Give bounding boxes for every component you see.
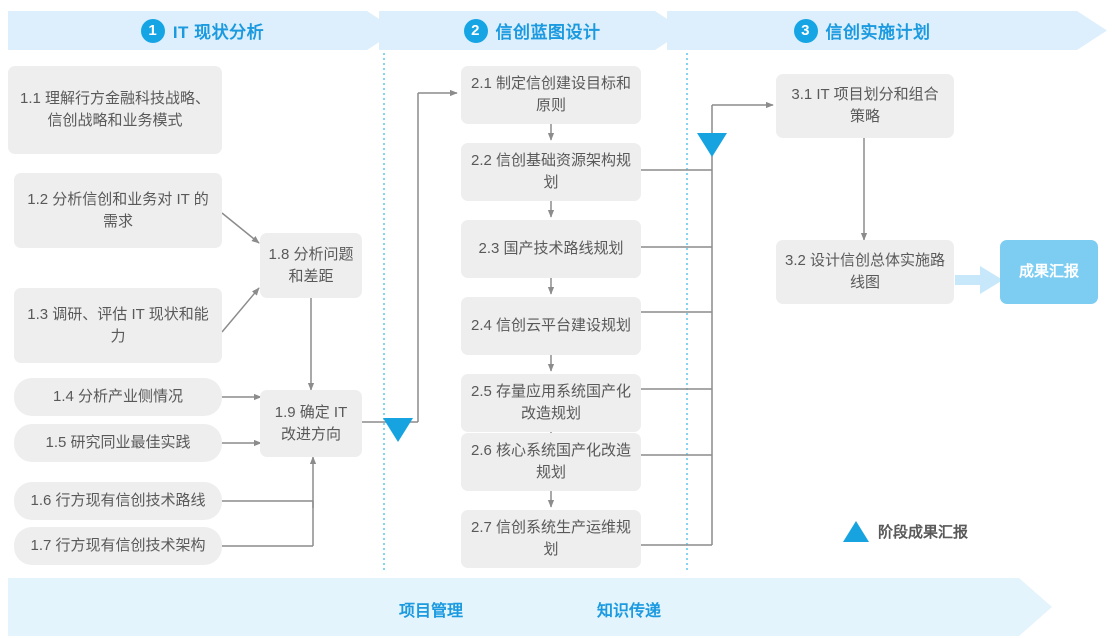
process-box-3-2[interactable]: 3.2 设计信创总体实施路线图 — [776, 240, 954, 304]
process-box-2-3[interactable]: 2.3 国产技术路线规划 — [461, 220, 641, 278]
footer-label-knowledge-transfer[interactable]: 知识传递 — [597, 603, 662, 620]
process-box-2-6[interactable]: 2.6 核心系统国产化改造规划 — [461, 433, 641, 491]
result-report-badge[interactable]: 成果汇报 — [1000, 240, 1098, 304]
legend-label: 阶段成果汇报 — [878, 524, 969, 541]
stage-header-1[interactable]: 1 IT 现状分析 — [8, 11, 397, 50]
legend-milestone: 阶段成果汇报 — [843, 521, 968, 542]
process-box-1-5[interactable]: 1.5 研究同业最佳实践 — [14, 424, 222, 462]
triangle-icon — [843, 521, 869, 542]
process-box-2-1[interactable]: 2.1 制定信创建设目标和原则 — [461, 66, 641, 124]
stage-title-1: IT 现状分析 — [172, 23, 265, 42]
process-box-3-1[interactable]: 3.1 IT 项目划分和组合策略 — [776, 74, 954, 138]
milestone-triangle-1 — [383, 418, 413, 442]
process-box-2-7[interactable]: 2.7 信创系统生产运维规划 — [461, 510, 641, 568]
process-box-1-1[interactable]: 1.1 理解行方金融科技战略、信创战略和业务模式 — [8, 66, 222, 154]
result-arrow — [955, 266, 1003, 294]
footer-band-shape — [8, 578, 1052, 636]
stage-header-3[interactable]: 3 信创实施计划 — [667, 11, 1057, 50]
stage-title-2: 信创蓝图设计 — [495, 23, 601, 42]
stage-number-1: 1 — [140, 18, 165, 43]
stage2-to-stage3-connectors — [641, 101, 774, 546]
stage-title-3: 信创实施计划 — [825, 23, 931, 42]
stage-header-2[interactable]: 2 信创蓝图设计 — [379, 11, 685, 50]
process-box-1-8[interactable]: 1.8 分析问题和差距 — [260, 233, 362, 298]
process-box-1-7[interactable]: 1.7 行方现有信创技术架构 — [14, 527, 222, 565]
process-box-1-2[interactable]: 1.2 分析信创和业务对 IT 的需求 — [14, 173, 222, 248]
process-box-2-5[interactable]: 2.5 存量应用系统国产化改造规划 — [461, 374, 641, 432]
stage-number-2: 2 — [463, 18, 488, 43]
process-box-1-3[interactable]: 1.3 调研、评估 IT 现状和能力 — [14, 288, 222, 363]
process-box-2-4[interactable]: 2.4 信创云平台建设规划 — [461, 297, 641, 355]
stage1-connectors — [221, 89, 458, 547]
process-box-2-2[interactable]: 2.2 信创基础资源架构规划 — [461, 143, 641, 201]
process-box-1-6[interactable]: 1.6 行方现有信创技术路线 — [14, 482, 222, 520]
footer-label-project-management[interactable]: 项目管理 — [399, 603, 464, 620]
milestone-triangle-2 — [697, 133, 727, 157]
process-box-1-4[interactable]: 1.4 分析产业侧情况 — [14, 378, 222, 416]
stage-number-3: 3 — [793, 18, 818, 43]
process-box-1-9[interactable]: 1.9 确定 IT 改进方向 — [260, 390, 362, 457]
